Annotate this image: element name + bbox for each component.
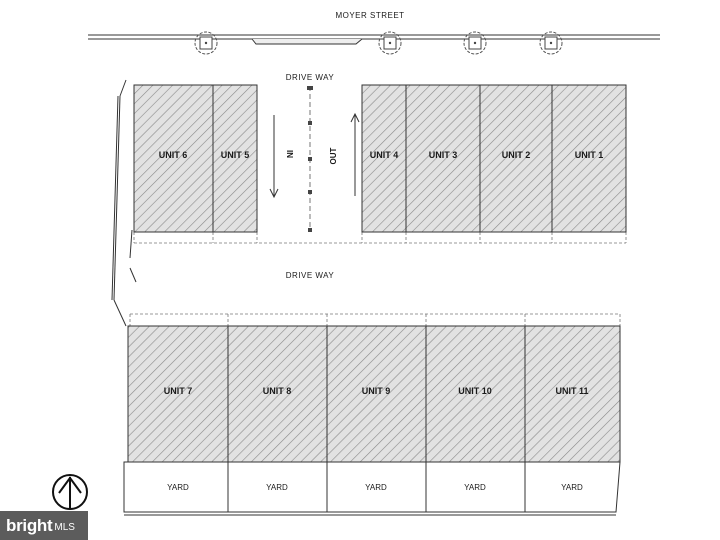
unit-label: UNIT 1 bbox=[575, 150, 604, 160]
curb-cut bbox=[251, 38, 363, 45]
unit-1 bbox=[551, 84, 627, 233]
watermark-suffix: MLS bbox=[54, 522, 75, 533]
entry-driveway: DRIVE WAY IN OUT bbox=[269, 73, 360, 232]
mls-watermark: bright MLS bbox=[0, 511, 88, 540]
unit-7 bbox=[127, 325, 229, 463]
tree-icon bbox=[463, 31, 487, 55]
yard-label: YARD bbox=[365, 483, 387, 492]
tree-icon bbox=[378, 31, 402, 55]
street-name: MOYER STREET bbox=[335, 11, 404, 20]
yards: YARD YARD YARD YARD YARD bbox=[123, 461, 621, 516]
yard-label: YARD bbox=[561, 483, 583, 492]
unit-label: UNIT 11 bbox=[555, 386, 588, 396]
yard-label: YARD bbox=[266, 483, 288, 492]
unit-3 bbox=[405, 84, 481, 233]
yard-label: YARD bbox=[167, 483, 189, 492]
unit-2 bbox=[479, 84, 553, 233]
unit-label: UNIT 3 bbox=[429, 150, 458, 160]
driveway-label-top: DRIVE WAY bbox=[286, 73, 335, 82]
unit-label: UNIT 8 bbox=[263, 386, 292, 396]
left-boundary bbox=[111, 79, 137, 327]
tree-icon bbox=[194, 31, 218, 55]
in-label: IN bbox=[285, 150, 294, 158]
unit-label: UNIT 5 bbox=[221, 150, 250, 160]
unit-label: UNIT 4 bbox=[370, 150, 399, 160]
unit-label: UNIT 6 bbox=[159, 150, 188, 160]
unit-5 bbox=[212, 84, 258, 233]
trees bbox=[194, 31, 563, 55]
watermark-brand: bright bbox=[6, 515, 53, 535]
unit-8 bbox=[227, 325, 328, 463]
out-arrow-icon bbox=[350, 112, 360, 196]
tree-icon bbox=[539, 31, 563, 55]
top-units: UNIT 6 UNIT 5 UNIT 4 UNIT 3 UNIT 2 UNIT … bbox=[133, 84, 627, 233]
driveway-label-middle: DRIVE WAY bbox=[286, 271, 335, 280]
unit-10 bbox=[425, 325, 526, 463]
out-label: OUT bbox=[329, 147, 338, 164]
unit-label: UNIT 7 bbox=[164, 386, 193, 396]
bottom-units: UNIT 7 UNIT 8 UNIT 9 UNIT 10 UNIT 11 bbox=[127, 325, 621, 463]
unit-label: UNIT 10 bbox=[458, 386, 492, 396]
street: MOYER STREET bbox=[88, 11, 660, 45]
unit-label: UNIT 2 bbox=[502, 150, 531, 160]
top-setback bbox=[133, 232, 627, 244]
unit-4 bbox=[361, 84, 407, 233]
unit-11 bbox=[524, 325, 621, 463]
yard-label: YARD bbox=[464, 483, 486, 492]
in-arrow-icon bbox=[269, 115, 279, 199]
bottom-setback bbox=[129, 313, 621, 326]
unit-label: UNIT 9 bbox=[362, 386, 391, 396]
unit-9 bbox=[326, 325, 427, 463]
north-arrow-icon bbox=[52, 474, 88, 510]
